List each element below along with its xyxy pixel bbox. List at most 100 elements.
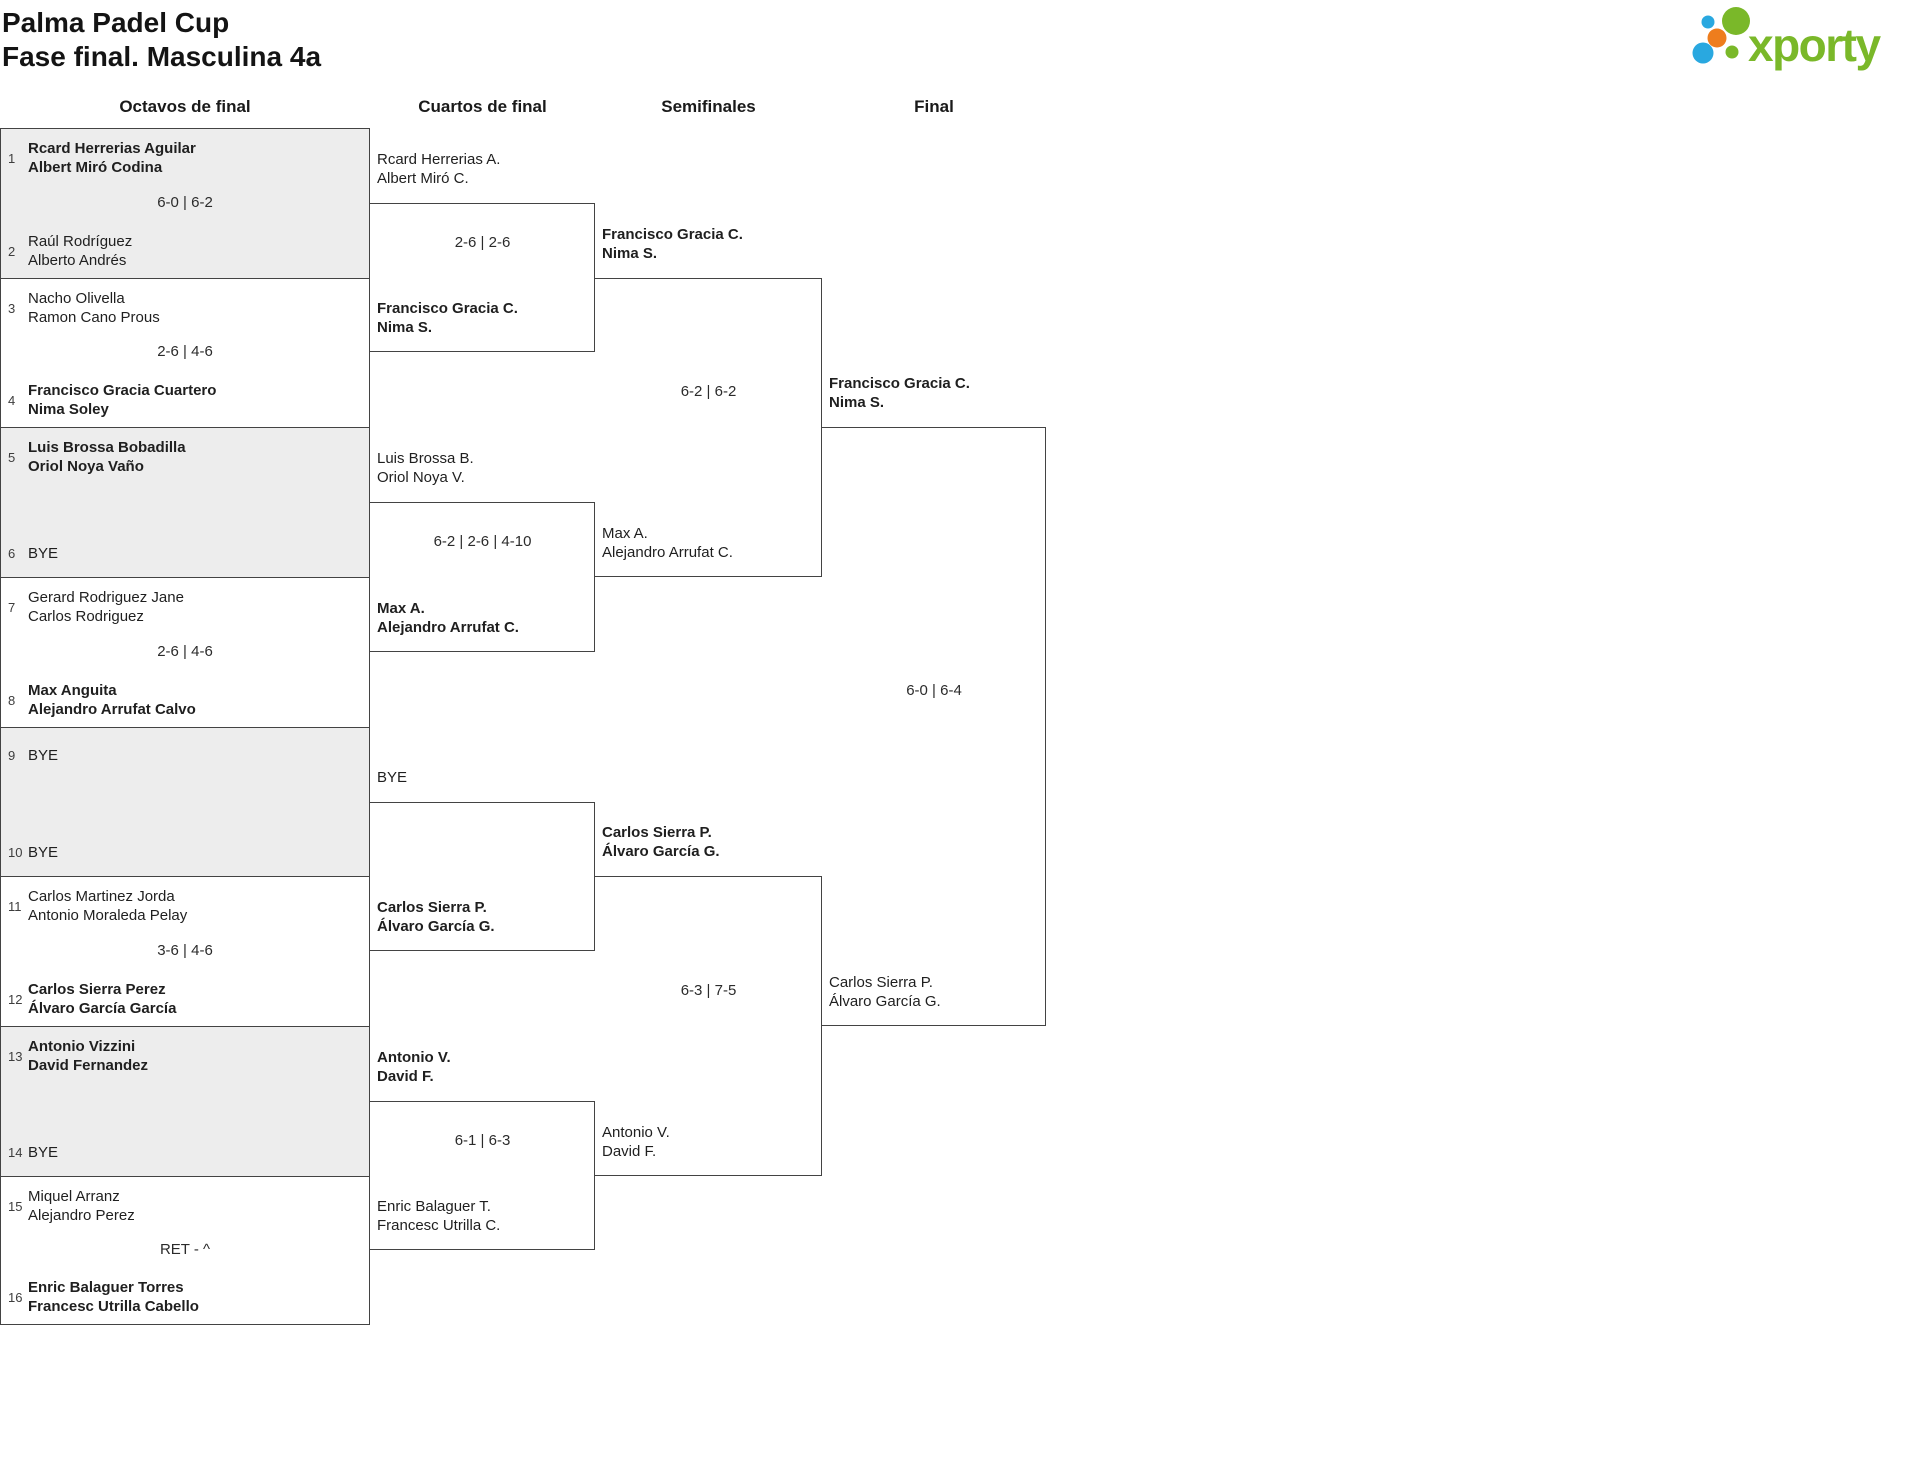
- participant-label: Luis Brossa B. Oriol Noya V.: [377, 450, 474, 486]
- match-score: 6-2 | 6-2: [680, 383, 737, 400]
- seed-number: 8: [8, 692, 16, 708]
- participant-label: Rcard Herrerias A. Albert Miró C.: [377, 151, 501, 187]
- participant-label: Francisco Gracia C. Nima S.: [602, 226, 743, 262]
- team-row: 14 BYE: [1, 1143, 369, 1162]
- team-names: Antonio Vizzini David Fernandez: [28, 1038, 149, 1074]
- team-row: 16 Enric Balaguer Torres Francesc Utrill…: [1, 1278, 369, 1316]
- match-score: 2-6 | 4-6: [157, 642, 213, 660]
- match-score: RET - ^: [159, 1240, 211, 1258]
- team-names: BYE: [28, 1144, 59, 1161]
- logo-dot-icon: [1701, 15, 1715, 29]
- match-box-octavos-4: 7 Gerard Rodriguez Jane Carlos Rodriguez…: [0, 577, 370, 727]
- tournament-name: Palma Padel Cup: [2, 7, 230, 38]
- seed-number: 2: [8, 243, 16, 259]
- logo-dot-icon: [1707, 28, 1727, 48]
- phase-name: Fase final. Masculina 4a: [2, 41, 322, 72]
- seed-number: 16: [8, 1289, 23, 1305]
- seed-number: 9: [8, 748, 16, 763]
- team-row: 1 Rcard Herrerias Aguilar Albert Miró Co…: [1, 139, 369, 177]
- team-row: 6 BYE: [1, 544, 369, 563]
- match-box-octavos-3: 5 Luis Brossa Bobadilla Oriol Noya Vaño …: [0, 427, 370, 577]
- team-row: 2 Raúl Rodríguez Alberto Andrés: [1, 232, 369, 270]
- team-row: 7 Gerard Rodriguez Jane Carlos Rodriguez: [1, 588, 369, 626]
- team-row: 11 Carlos Martinez Jorda Antonio Moraled…: [1, 887, 369, 925]
- xporty-logo[interactable]: xporty: [1686, 2, 1918, 76]
- logo-dot-icon: [1725, 45, 1739, 59]
- team-names: Carlos Martinez Jorda Antonio Moraleda P…: [28, 888, 188, 924]
- match-score: 2-6 | 2-6: [454, 234, 511, 251]
- seed-number: 15: [8, 1198, 23, 1214]
- seed-number: 6: [8, 546, 16, 561]
- round-header-semifinales: Semifinales: [661, 97, 756, 116]
- seed-number: 3: [8, 300, 16, 316]
- team-names: Max Anguita Alejandro Arrufat Calvo: [28, 682, 196, 718]
- seed-number: 11: [8, 898, 22, 914]
- participant-label: Enric Balaguer T. Francesc Utrilla C.: [377, 1198, 501, 1234]
- team-names: Raúl Rodríguez Alberto Andrés: [28, 233, 133, 269]
- match-score: 6-1 | 6-3: [454, 1132, 511, 1149]
- team-row: 15 Miquel Arranz Alejandro Perez: [1, 1187, 369, 1225]
- team-names: Miquel Arranz Alejandro Perez: [28, 1188, 135, 1224]
- team-names: Gerard Rodriguez Jane Carlos Rodriguez: [28, 589, 184, 625]
- team-names: BYE: [28, 545, 59, 562]
- match-score: 6-2 | 2-6 | 4-10: [433, 533, 532, 550]
- match-box-final: [822, 427, 1046, 1026]
- team-row: 4 Francisco Gracia Cuartero Nima Soley: [1, 381, 369, 419]
- team-names: Francisco Gracia Cuartero Nima Soley: [28, 382, 217, 418]
- page-title: Palma Padel Cup Fase final. Masculina 4a: [2, 6, 321, 74]
- team-names: Luis Brossa Bobadilla Oriol Noya Vaño: [28, 439, 186, 475]
- participant-label: Antonio V. David F.: [602, 1124, 670, 1160]
- seed-number: 10: [8, 845, 23, 860]
- match-score: 3-6 | 4-6: [157, 941, 213, 959]
- team-names: BYE: [28, 844, 59, 861]
- round-header-cuartos: Cuartos de final: [418, 97, 547, 116]
- match-box-cuartos-2: [370, 502, 595, 652]
- team-names: BYE: [28, 747, 59, 764]
- participant-label: Carlos Sierra P. Álvaro García G.: [602, 824, 720, 860]
- team-row: 3 Nacho Olivella Ramon Cano Prous: [1, 289, 369, 327]
- logo-wordmark: xporty: [1748, 19, 1882, 71]
- logo-dot-icon: [1692, 42, 1714, 64]
- match-box-semifinal-1: [595, 278, 822, 577]
- round-header-final: Final: [914, 97, 954, 116]
- team-row: 8 Max Anguita Alejandro Arrufat Calvo: [1, 681, 369, 719]
- round-header-octavos: Octavos de final: [119, 97, 251, 116]
- participant-label: BYE: [377, 769, 408, 786]
- participant-label: Francisco Gracia C. Nima S.: [377, 300, 518, 336]
- match-score: 6-0 | 6-2: [157, 193, 213, 211]
- seed-number: 12: [8, 991, 23, 1007]
- match-box-semifinal-2: [595, 876, 822, 1176]
- match-box-octavos-8: 15 Miquel Arranz Alejandro Perez RET - ^…: [0, 1176, 370, 1325]
- seed-number: 4: [8, 392, 16, 408]
- match-box-cuartos-1: [370, 203, 595, 352]
- team-row: 5 Luis Brossa Bobadilla Oriol Noya Vaño: [1, 438, 369, 476]
- team-row: 9 BYE: [1, 746, 369, 765]
- participant-label: Carlos Sierra P. Álvaro García G.: [829, 974, 941, 1010]
- seed-number: 1: [8, 150, 16, 166]
- match-score: 6-3 | 7-5: [680, 982, 737, 999]
- team-row: 12 Carlos Sierra Perez Álvaro García Gar…: [1, 980, 369, 1018]
- team-row: 13 Antonio Vizzini David Fernandez: [1, 1037, 369, 1075]
- team-row: 10 BYE: [1, 843, 369, 862]
- participant-label: Carlos Sierra P. Álvaro García G.: [377, 899, 495, 935]
- match-box-octavos-2: 3 Nacho Olivella Ramon Cano Prous 2-6 | …: [0, 278, 370, 427]
- match-score: 2-6 | 4-6: [157, 343, 213, 360]
- match-box-octavos-7: 13 Antonio Vizzini David Fernandez 14 BY…: [0, 1026, 370, 1176]
- match-box-octavos-1: 1 Rcard Herrerias Aguilar Albert Miró Co…: [0, 128, 370, 278]
- seed-number: 7: [8, 599, 16, 615]
- match-box-cuartos-4: [370, 1101, 595, 1250]
- team-names: Rcard Herrerias Aguilar Albert Miró Codi…: [28, 140, 196, 176]
- match-box-cuartos-3: [370, 802, 595, 951]
- match-score: 6-0 | 6-4: [906, 682, 962, 699]
- seed-number: 5: [8, 449, 16, 465]
- participant-label: Max A. Alejandro Arrufat C.: [602, 525, 733, 561]
- participant-label: Antonio V. David F.: [377, 1049, 451, 1085]
- participant-label: Francisco Gracia C. Nima S.: [829, 375, 970, 411]
- seed-number: 14: [8, 1145, 23, 1160]
- seed-number: 13: [8, 1048, 23, 1064]
- team-names: Nacho Olivella Ramon Cano Prous: [28, 290, 160, 326]
- participant-label: Max A. Alejandro Arrufat C.: [377, 600, 519, 636]
- team-names: Enric Balaguer Torres Francesc Utrilla C…: [28, 1279, 199, 1315]
- match-box-octavos-5: 9 BYE 10 BYE: [0, 727, 370, 876]
